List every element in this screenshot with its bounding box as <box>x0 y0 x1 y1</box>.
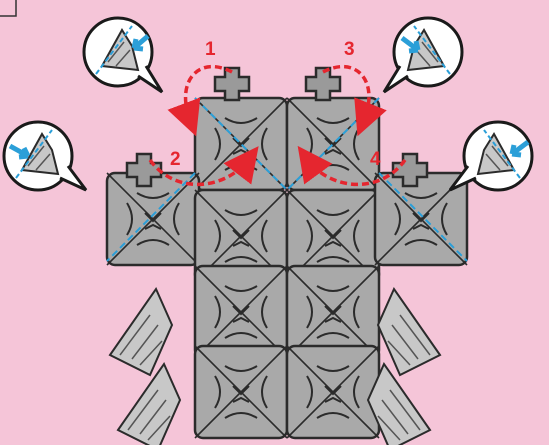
tile <box>107 173 199 265</box>
step-number-3: 3 <box>344 39 355 60</box>
step-number-2: 2 <box>170 149 181 170</box>
tile <box>195 266 287 358</box>
tile <box>287 266 379 358</box>
step-number-1: 1 <box>205 39 216 60</box>
step-number-4: 4 <box>370 149 381 170</box>
tile <box>195 346 287 438</box>
tile <box>287 346 379 438</box>
